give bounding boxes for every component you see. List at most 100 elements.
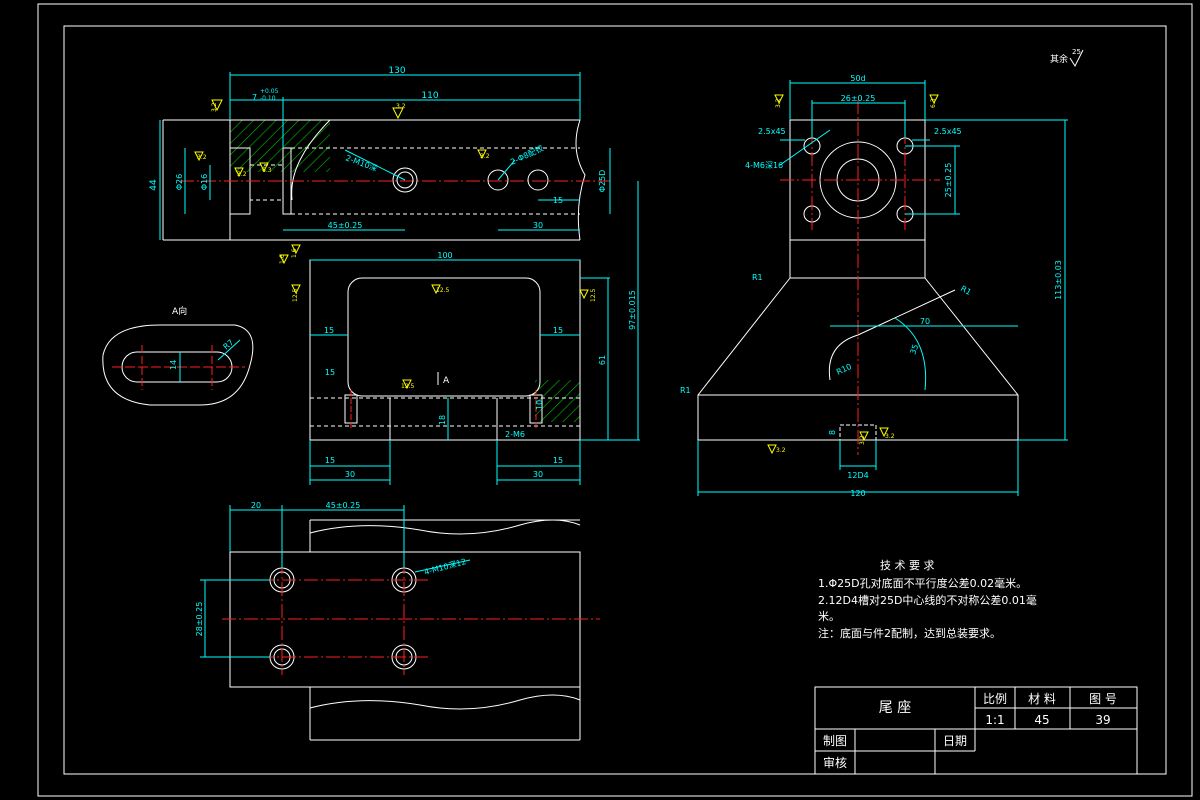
tech-req-line-1: 1.Φ25D孔对底面不平行度公差0.02毫米。	[818, 576, 1027, 590]
title-block: 尾 座 比例 材 料 图 号 1:1 45 39 制图 日期 审核	[814, 686, 1138, 775]
rough-sv-3: 3.2	[776, 447, 786, 454]
dim-top-length: 110	[421, 91, 438, 101]
dim-height: 44	[149, 179, 159, 191]
rough-tv-7: 3.2	[237, 171, 247, 178]
drawn-label: 制图	[823, 734, 847, 748]
top-view-break2	[291, 119, 331, 201]
dim-thread: 2-M10深	[344, 153, 378, 173]
dim-bore-dia: Φ26	[175, 174, 184, 190]
pin-hole-1	[487, 169, 509, 191]
rough-fv-2: 12.5	[401, 383, 415, 390]
front-view-window	[347, 277, 541, 397]
dim-fv-width: 100	[437, 251, 452, 260]
rough-fv-1: 12.5	[436, 287, 450, 294]
rough-tv-5: 3.2	[480, 153, 490, 160]
dim-sv-ang: 35	[908, 343, 920, 356]
scale-value: 1:1	[985, 713, 1004, 727]
top-view: 130 110 7 +0.05 -0.10 44 Φ26 Φ16 2-M10深 …	[149, 66, 611, 265]
dim-chamfer: 7	[252, 93, 257, 102]
dim-fv-h2: 61	[598, 355, 607, 365]
dim-fv-h4: 18	[438, 415, 447, 425]
dim-sv-w70: 70	[920, 317, 930, 326]
dim-sv-slot-depth: 8	[828, 430, 837, 435]
dim-fv-thread2: 2-M6	[505, 430, 525, 439]
thread-hole-inner	[396, 171, 414, 189]
dim-bv-vspan: 28±0.25	[195, 602, 204, 637]
dim-chamfer-tol: +0.05	[260, 88, 279, 95]
dim-x-pos: 45±0.25	[328, 221, 363, 230]
dim-sv-r1c: R1	[680, 386, 691, 395]
top-view-break	[575, 119, 586, 241]
rough-sv-4: 3.2	[885, 433, 895, 440]
side-view-rib	[828, 289, 956, 381]
dim-overall-length: 130	[388, 66, 405, 76]
rough-tv-8: 1.6	[279, 254, 286, 264]
a-view-w: 14	[169, 360, 178, 370]
bottom-view-break-bot	[309, 694, 581, 710]
dim-fv-bot-r1: 15	[553, 456, 563, 465]
dim-sv-v-span: 25±0.25	[944, 163, 953, 198]
dim-bv-left: 20	[251, 501, 261, 510]
dim-fv-bot-l1: 15	[325, 456, 335, 465]
rough-fv-4: 12.5	[292, 288, 299, 302]
dim-fv-h1: 97±0.015	[628, 290, 637, 330]
rough-tv-1: 3.2	[211, 102, 218, 112]
side-view: 50d 26±0.25 2.5x45 2.5x45 4-M6深16 25±0.2…	[680, 74, 1068, 498]
dim-sv-base-w: 120	[850, 489, 865, 498]
tech-req-title: 技 术 要 求	[880, 559, 935, 572]
number-header: 图 号	[1089, 692, 1117, 706]
inner-border	[63, 25, 1167, 775]
outer-border	[37, 3, 1193, 797]
dim-spacing: 30	[533, 221, 543, 230]
part-name: 尾 座	[879, 700, 911, 716]
section-mark-a: A	[443, 376, 450, 386]
dim-sv-chamfer-l: 2.5x45	[758, 127, 786, 136]
dim-sv-slot: 12D4	[847, 471, 868, 480]
dim-sv-r10: R10	[835, 362, 853, 377]
dim-fv-slot-l: 15	[324, 326, 334, 335]
number-value: 39	[1095, 713, 1110, 727]
dim-fv-h3: 15	[325, 368, 335, 377]
a-view: A向 R7 14	[102, 305, 254, 406]
rough-tv-2: 3.2	[396, 103, 406, 110]
rough-sv-1: 3.2	[775, 98, 782, 108]
dim-sv-holes: 4-M6深16	[745, 161, 783, 170]
scale-header: 比例	[983, 692, 1007, 706]
side-view-body	[697, 240, 1019, 396]
roughness-note-symbol	[1069, 49, 1084, 68]
dim-bv-holes: 4-M10深12	[423, 557, 467, 577]
dim-sv-chamfer-r: 2.5x45	[934, 127, 962, 136]
rough-fv-3: 12.5	[590, 288, 597, 302]
top-view-hatch	[230, 120, 330, 172]
date-label: 日期	[943, 734, 967, 748]
a-view-outline	[102, 324, 254, 406]
material-value: 45	[1034, 713, 1049, 727]
dim-fv-bot-r2: 30	[533, 470, 543, 479]
dim-sv-top-width: 50d	[850, 74, 865, 83]
dim-bore-right: Φ25D	[598, 170, 607, 193]
dim-sv-r1b: R1	[959, 284, 973, 297]
pin-hole-2	[527, 169, 549, 191]
a-view-title: A向	[172, 305, 187, 317]
thread-hole	[392, 167, 418, 193]
bottom-view-break-top	[309, 519, 581, 535]
rough-tv-4: 3.2	[197, 154, 207, 161]
material-header: 材 料	[1028, 692, 1056, 706]
dim-fv-slot-r: 15	[553, 326, 563, 335]
a-view-r-leader	[217, 339, 241, 361]
dim-sv-total-h: 113±0.03	[1054, 260, 1063, 300]
rough-sv-2: 6.3	[930, 98, 937, 108]
a-view-r: R7	[222, 338, 236, 352]
dim-sv-r1a: R1	[752, 273, 763, 282]
rough-tv-3: 6.3	[262, 167, 272, 174]
dim-small-hole: 2-Φ8配铰	[509, 143, 545, 167]
tech-req-line-4: 注：底面与件2配制，达到总装要求。	[818, 626, 1001, 640]
front-view: 100 97±0.015 61 15 15 15 18 15 30 15 30 …	[291, 181, 640, 485]
rough-sv-5: 3.2	[859, 435, 866, 445]
bottom-view: 20 45±0.25 4-M10深12 28±0.25	[195, 501, 600, 741]
dim-fv-bot-l2: 30	[345, 470, 355, 479]
dim-bv-pos: 45±0.25	[326, 501, 361, 510]
dim-offset: 15	[553, 196, 563, 205]
